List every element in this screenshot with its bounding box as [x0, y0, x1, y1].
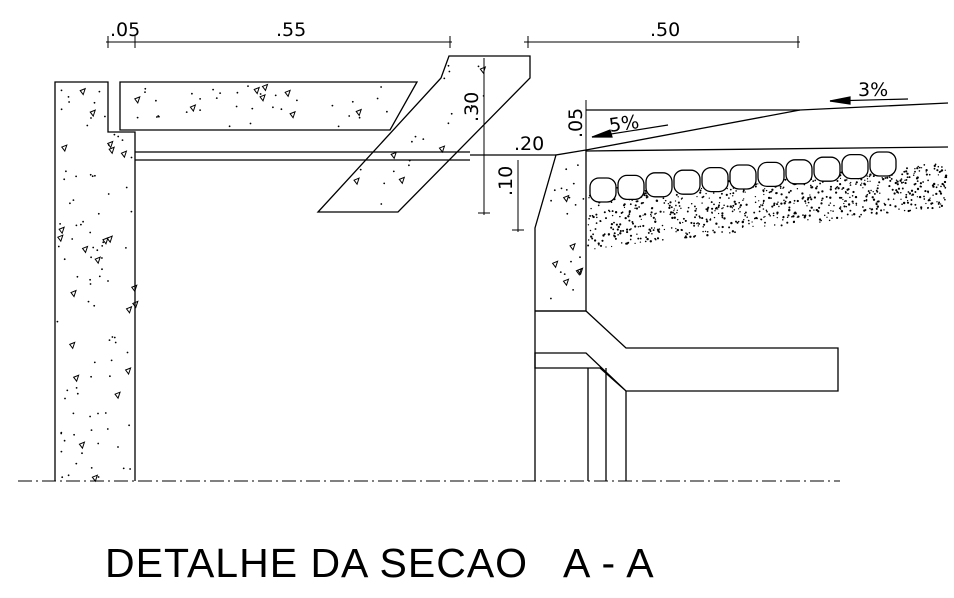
- curb-hatch: [550, 164, 585, 300]
- left-wall-hatch: [56, 87, 139, 483]
- pavement-surface: [585, 146, 949, 152]
- inclined-support-hatch: [353, 64, 487, 205]
- slope-arrows: [591, 96, 909, 138]
- slope-shoulder-label: 5%: [608, 111, 641, 137]
- drain-structure: [534, 310, 839, 481]
- dim-drop: .10: [495, 166, 517, 196]
- left-wall: [54, 81, 470, 481]
- dim-top-right: .50: [650, 19, 680, 41]
- dimension-lines: [106, 36, 800, 232]
- cobble-stones: [589, 151, 897, 203]
- dim-curb-reveal: .05: [565, 108, 587, 138]
- section-title: DETALHE DA SECAO A - A: [105, 540, 655, 586]
- dim-top-span: .55: [276, 19, 306, 41]
- dim-step: .20: [514, 133, 544, 155]
- dim-top-left: .05: [110, 19, 140, 41]
- slope-road-label: 3%: [858, 79, 888, 101]
- curb: [534, 149, 587, 481]
- inclined-support: [316, 55, 531, 213]
- cover-slab-hatch: [133, 83, 388, 128]
- dim-slab-height: .30: [461, 92, 483, 122]
- cover-slab: [119, 81, 419, 131]
